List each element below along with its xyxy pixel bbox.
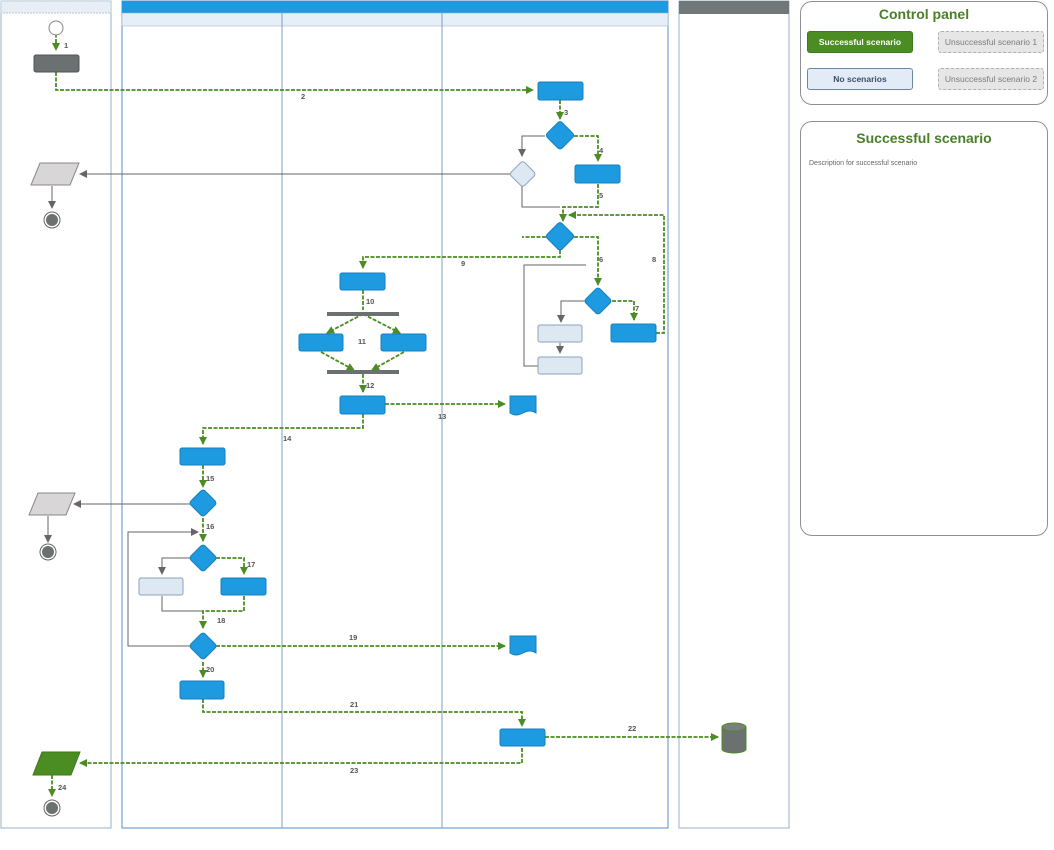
task-inactive	[537, 356, 583, 375]
end-event	[39, 543, 57, 561]
scenario-panel: Successful scenario Description for succ…	[800, 121, 1048, 536]
gateway	[189, 544, 217, 572]
task	[537, 81, 584, 101]
gateways	[189, 121, 612, 660]
data-parallelogram	[32, 751, 81, 776]
task	[610, 323, 657, 343]
task	[220, 577, 267, 596]
scenario-title: Successful scenario	[856, 130, 992, 146]
flow-label: 13	[438, 412, 446, 421]
gateway	[545, 121, 575, 150]
flow-label: 22	[628, 724, 636, 733]
flow-label: 20	[206, 665, 214, 674]
task	[499, 728, 546, 747]
document	[509, 395, 537, 416]
gateway	[584, 287, 612, 315]
gateway	[545, 222, 575, 251]
task-start	[33, 54, 80, 73]
parallel-bars	[327, 312, 399, 374]
no-scenarios-button[interactable]: No scenarios	[807, 68, 913, 90]
task	[339, 272, 386, 291]
data-parallelogram	[30, 162, 80, 186]
end-event	[43, 799, 61, 817]
control-panel: Control panel Successful scenario Unsucc…	[800, 1, 1048, 105]
task-inactive	[138, 577, 184, 596]
flow-label: 9	[461, 259, 465, 268]
control-panel-title: Control panel	[878, 6, 970, 22]
unsuccessful-scenario-2-button[interactable]: Unsuccessful scenario 2	[938, 68, 1044, 90]
flow-label: 17	[247, 560, 255, 569]
flow-label: 11	[358, 337, 366, 346]
flow-label: 4	[599, 146, 604, 155]
unsuccessful-scenario-1-button[interactable]: Unsuccessful scenario 1	[938, 31, 1044, 53]
flow-label: 16	[206, 522, 214, 531]
successful-scenario-button[interactable]: Successful scenario	[807, 31, 913, 53]
flow-label: 5	[599, 191, 603, 200]
data-shapes	[28, 162, 81, 776]
flow-label: 7	[635, 304, 639, 313]
task	[179, 680, 225, 700]
active-connectors	[48, 28, 719, 797]
events	[39, 20, 64, 817]
swimlanes	[0, 0, 790, 829]
flow-label: 18	[217, 616, 225, 625]
task-inactive	[537, 324, 583, 343]
flow-label: 2	[301, 92, 305, 101]
gateway	[189, 489, 217, 517]
flow-labels: 1 2 3 4 5 6 7 8 9 10 11 12 13 14 15 16 1…	[58, 41, 656, 792]
start-event	[48, 20, 64, 36]
join-bar	[327, 370, 399, 374]
flow-label: 1	[64, 41, 68, 50]
task	[179, 447, 226, 466]
data-parallelogram	[28, 492, 76, 516]
flow-label: 10	[366, 297, 374, 306]
flow-label: 6	[599, 255, 603, 264]
flow-label: 15	[206, 474, 214, 483]
fork-bar	[327, 312, 399, 316]
flow-label: 24	[58, 783, 67, 792]
tasks	[33, 54, 657, 747]
documents	[509, 395, 537, 656]
gateway	[189, 632, 217, 660]
flow-label: 21	[350, 700, 358, 709]
flow-label: 23	[350, 766, 358, 775]
flow-label: 14	[283, 434, 292, 443]
flow-label: 12	[366, 381, 374, 390]
inactive-connectors	[44, 135, 586, 647]
document	[509, 635, 537, 656]
gateway-inactive	[510, 161, 536, 187]
task	[298, 333, 344, 352]
flow-label: 19	[349, 633, 357, 642]
database	[721, 722, 747, 754]
end-event	[43, 211, 61, 229]
task	[339, 395, 386, 415]
flow-label: 3	[564, 108, 568, 117]
scenario-description: Description for successful scenario	[809, 160, 918, 167]
task	[380, 333, 427, 352]
flow-label: 8	[652, 255, 656, 264]
process-diagram: 1 2 3 4 5 6 7 8 9 10 11 12 13 14 15 16 1…	[0, 0, 790, 829]
task	[574, 164, 621, 184]
